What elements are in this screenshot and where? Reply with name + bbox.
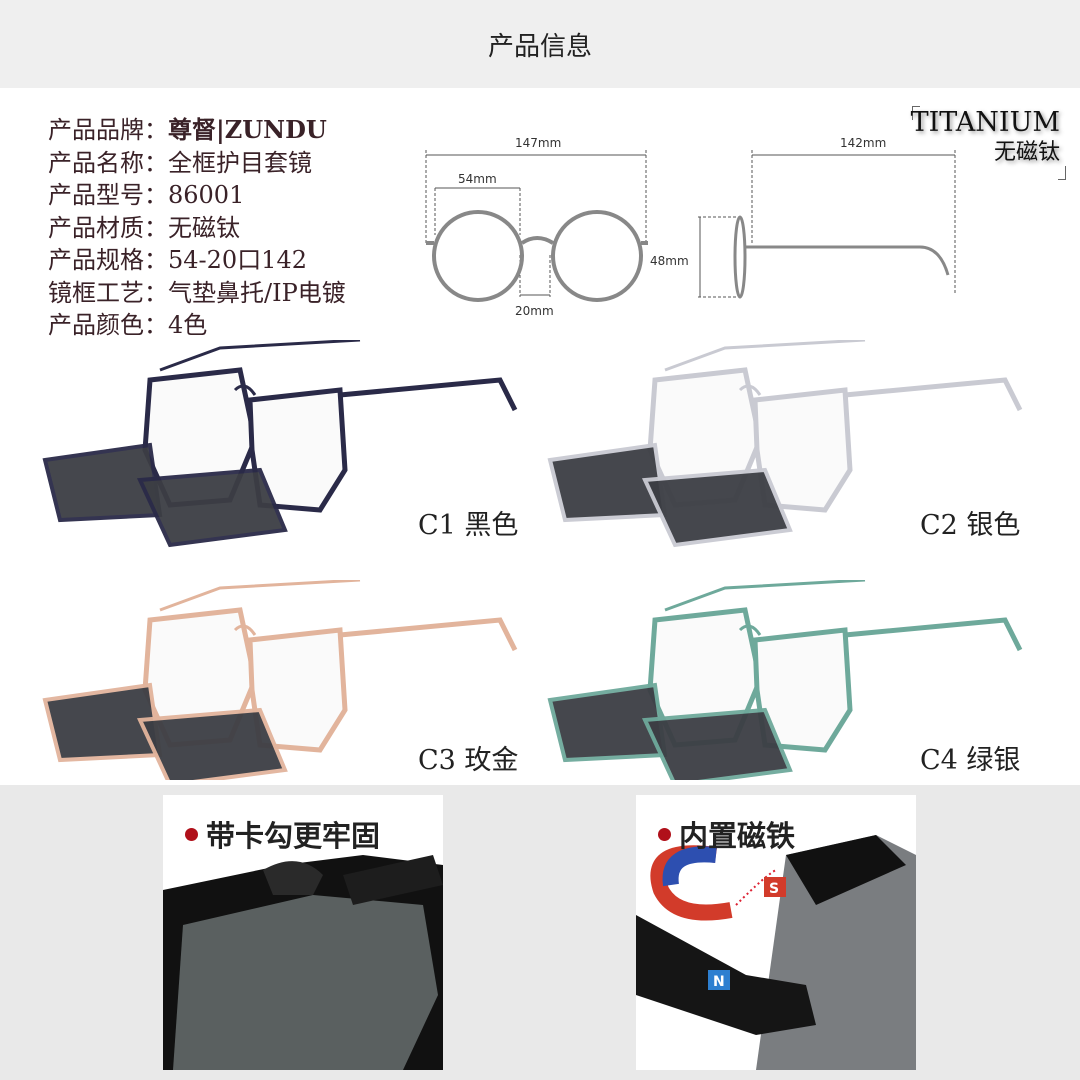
info-value: 4色 <box>168 311 208 339</box>
pole-s-label: S <box>769 881 779 897</box>
variant-label-c1: C1 黑色 <box>418 510 519 541</box>
titanium-badge: TITANIUM 无磁钛 <box>911 108 1060 168</box>
info-value: 全框护目套镜 <box>168 148 312 177</box>
dim-bridge: 20mm <box>515 304 554 318</box>
page-title: 产品信息 <box>487 31 592 62</box>
page-header: 产品信息 <box>0 0 1080 88</box>
info-label: 产品品牌： <box>48 116 168 144</box>
side-view-glasses <box>733 215 950 299</box>
north-pole-icon <box>708 970 730 990</box>
info-value: 气垫鼻托/IP电镀 <box>168 278 346 307</box>
info-model: 产品型号：86001 <box>48 179 346 212</box>
info-size: 产品规格：54-20口142 <box>48 244 346 277</box>
feature-card-magnet: 内置磁铁 S N <box>636 795 916 1070</box>
badge-line2: 无磁钛 <box>993 140 1060 165</box>
dim-temple: 142mm <box>840 136 886 150</box>
bullet-icon <box>658 827 671 841</box>
info-label: 产品型号： <box>48 181 168 209</box>
bracket-open <box>912 106 920 120</box>
variant-label-c4: C4 绿银 <box>920 745 1021 776</box>
product-image-c1 <box>42 340 518 548</box>
magnet-photo: S N <box>636 835 916 1070</box>
info-name: 产品名称：全框护目套镜 <box>48 147 346 180</box>
glasses-drawing <box>42 580 518 780</box>
product-image-c2 <box>547 340 1023 548</box>
front-view-glasses <box>426 210 648 302</box>
variant-label-c3: C3 玫金 <box>418 745 519 776</box>
product-info: 产品品牌：尊督|ZUNDU 产品名称：全框护目套镜 产品型号：86001 产品材… <box>48 114 346 342</box>
features-band <box>0 785 1080 1080</box>
info-value: 无磁钛 <box>168 213 240 242</box>
feature-card-clip: 带卡勾更牢固 <box>163 795 443 1070</box>
info-label: 镜框工艺： <box>48 278 168 307</box>
south-pole-icon <box>764 877 786 897</box>
pole-n-label: N <box>713 974 725 990</box>
feature-title: 内置磁铁 <box>679 819 796 853</box>
variant-label-c2: C2 银色 <box>920 510 1021 541</box>
info-material: 产品材质：无磁钛 <box>48 212 346 245</box>
info-value: 54-20口142 <box>168 246 307 274</box>
info-colors: 产品颜色：4色 <box>48 309 346 342</box>
bracket-close <box>1058 166 1066 180</box>
glasses-drawing <box>547 580 1023 780</box>
info-label: 产品名称： <box>48 148 168 177</box>
product-image-c4 <box>547 580 1023 780</box>
info-label: 产品材质： <box>48 213 168 242</box>
glasses-drawing <box>42 340 518 548</box>
dim-total-width: 147mm <box>515 136 561 150</box>
glasses-drawing <box>547 340 1023 548</box>
info-brand: 产品品牌：尊督|ZUNDU <box>48 114 346 147</box>
info-value: 尊督|ZUNDU <box>168 115 327 144</box>
feature-title: 带卡勾更牢固 <box>206 819 381 853</box>
info-value: 86001 <box>168 181 245 209</box>
badge-line1: TITANIUM <box>910 107 1060 138</box>
bullet-icon <box>185 827 198 841</box>
product-image-c3 <box>42 580 518 780</box>
dim-lens-width: 54mm <box>458 172 497 186</box>
dimension-diagram: 147mm 54mm 20mm 48mm 142mm <box>425 136 956 318</box>
info-craft: 镜框工艺：气垫鼻托/IP电镀 <box>48 277 346 310</box>
info-label: 产品规格： <box>48 246 168 274</box>
clip-hook-photo <box>163 855 443 1070</box>
dim-lens-height: 48mm <box>650 254 689 268</box>
info-label: 产品颜色： <box>48 311 168 339</box>
